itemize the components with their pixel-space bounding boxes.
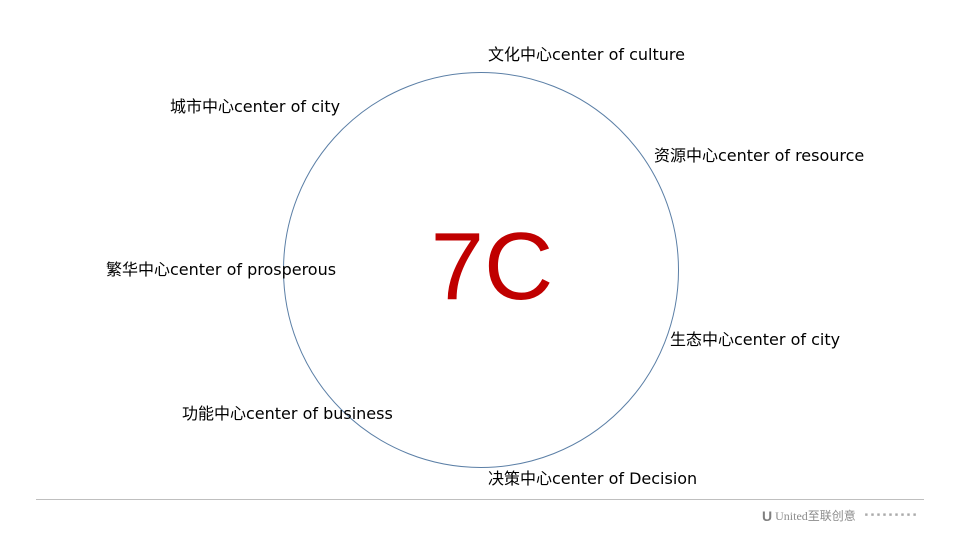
- label-business: 功能中心center of business: [182, 404, 393, 423]
- logo-tagline-decoration: ■■■■■■■■■: [864, 513, 919, 518]
- label-prosperous: 繁华中心center of prosperous: [106, 260, 337, 279]
- footer-divider: [36, 499, 924, 500]
- logo-mark-icon: U: [762, 507, 773, 524]
- center-circle: [283, 72, 679, 468]
- label-city: 城市中心center of city: [170, 97, 341, 116]
- label-decision: 决策中心center of Decision: [488, 469, 698, 488]
- logo-text: United至联创意: [775, 509, 856, 523]
- label-ecology: 生态中心center of city: [670, 330, 841, 349]
- label-culture: 文化中心center of culture: [488, 45, 685, 64]
- label-resource: 资源中心center of resource: [654, 146, 865, 165]
- company-logo: U United至联创意 ■■■■■■■■■: [762, 507, 919, 524]
- center-title: 7C: [430, 213, 554, 320]
